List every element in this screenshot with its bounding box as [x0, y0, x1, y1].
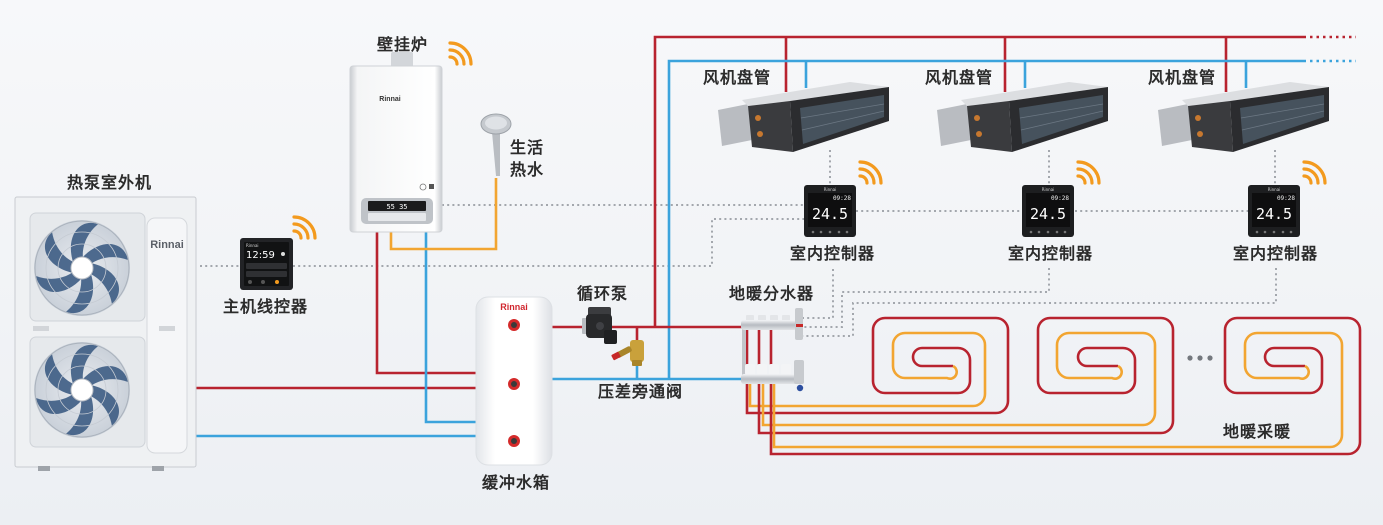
label-domestic-hot-water-line2: 热水: [510, 160, 545, 179]
buffer-water-tank: Rinnai: [475, 296, 553, 466]
hot-main-pipe-to-fan-coils: [653, 35, 1306, 327]
hot-pipe-boiler-to-tank: [375, 232, 478, 375]
room-controller-brand: Rinnai: [1042, 187, 1055, 192]
room-controller-1: Rinnai 09:28 24.5: [804, 185, 856, 237]
boiler-brand: Rinnai: [379, 96, 400, 103]
shower-head-icon: [480, 113, 512, 176]
room-controller-time: 09:28: [1277, 195, 1295, 202]
room-controller-temperature: 24.5: [1030, 205, 1066, 223]
floor-loop-3-supply: [772, 331, 1344, 449]
signal-room-controller-3-to-manifold: [803, 268, 1277, 337]
fan-icon: [34, 216, 130, 320]
label-fan-coil-2: 风机盘管: [925, 68, 994, 87]
label-circulation-pump: 循环泵: [577, 284, 629, 303]
fan-coil-unit-2: [937, 82, 1108, 152]
label-fan-coil-3: 风机盘管: [1148, 68, 1217, 87]
signal-room-controller-2-to-manifold: [803, 268, 1050, 328]
tank-brand: Rinnai: [500, 302, 528, 312]
label-main-controller: 主机线控器: [223, 297, 309, 316]
main-controller-time: 12:59: [246, 250, 275, 261]
floor-loop-3-return: [769, 316, 1362, 456]
fan-icon: [34, 338, 130, 442]
wall-hung-boiler: Rinnai 55 35: [349, 52, 443, 233]
floor-heating-manifold: [741, 308, 804, 392]
label-outdoor-unit: 热泵室外机: [67, 173, 153, 192]
label-wall-boiler: 壁挂炉: [377, 35, 429, 54]
floor-loop-1-return: [745, 316, 1010, 415]
room-controller-3: Rinnai 09:28 24.5: [1248, 185, 1300, 237]
heat-pump-outdoor-unit: Rinnai: [14, 196, 197, 471]
pipes: [196, 35, 1362, 456]
room-controller-temperature: 24.5: [812, 205, 848, 223]
fan-coil-unit-1: [718, 82, 889, 152]
signal-lines: [200, 150, 1277, 337]
label-floor-heating: 地暖采暖: [1223, 422, 1292, 441]
circulation-pump: [582, 307, 617, 344]
label-room-controller-1: 室内控制器: [790, 244, 876, 263]
signal-room-controller-1-to-manifold: [803, 269, 834, 319]
differential-pressure-bypass-valve: [611, 340, 644, 366]
label-domestic-hot-water-line1: 生活: [510, 138, 545, 157]
brand-logo: Rinnai: [150, 239, 184, 251]
label-room-controller-2: 室内控制器: [1008, 244, 1094, 263]
label-buffer-tank: 缓冲水箱: [482, 473, 551, 492]
room-controller-2: Rinnai 09:28 24.5: [1022, 185, 1074, 237]
main-wired-controller: Rinnai 12:59: [240, 238, 293, 290]
cold-pipe-boiler-to-tank: [424, 232, 478, 424]
wifi-icon: [292, 215, 317, 240]
room-controller-brand: Rinnai: [824, 187, 837, 192]
more-loops-ellipsis: [1187, 355, 1213, 361]
wifi-icon: [1302, 160, 1327, 185]
label-fan-coil-1: 风机盘管: [703, 68, 772, 87]
label-floor-manifold: 地暖分水器: [729, 284, 815, 303]
wifi-icon: [1076, 160, 1101, 185]
floor-loop-2-supply: [761, 331, 1157, 427]
floor-loop-2-return: [757, 316, 1175, 435]
room-controller-time: 09:28: [1051, 195, 1069, 202]
floor-loop-1-supply: [748, 331, 987, 408]
cold-main-pipe-from-fan-coils: [667, 59, 1306, 379]
wifi-icon: [448, 41, 473, 66]
room-controller-temperature: 24.5: [1256, 205, 1292, 223]
room-controller-brand: Rinnai: [1268, 187, 1281, 192]
signal-main-controller-to-room-controller-1: [293, 218, 804, 267]
label-bypass-valve: 压差旁通阀: [598, 382, 684, 401]
room-controller-time: 09:28: [833, 195, 851, 202]
fan-coil-unit-3: [1158, 82, 1329, 152]
controller-brand: Rinnai: [246, 243, 259, 248]
label-room-controller-3: 室内控制器: [1233, 244, 1319, 263]
domestic-hot-water-pipe: [389, 178, 498, 251]
wifi-icon: [858, 160, 883, 185]
boiler-display: 55 35: [386, 203, 407, 211]
